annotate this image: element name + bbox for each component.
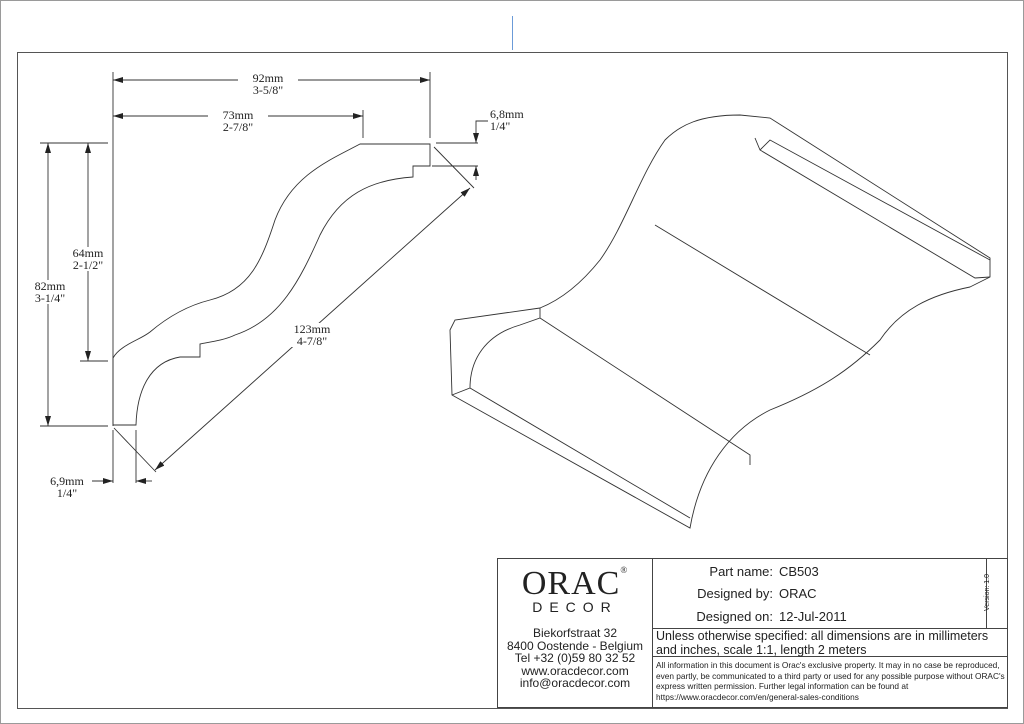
section-profile <box>112 143 431 426</box>
version-cell: Version: 1.0 <box>984 559 1008 628</box>
orac-logo: ORAC® <box>521 565 629 602</box>
center-mark <box>512 16 513 50</box>
title-block: ORAC® DECOR Biekorfstraat 32 8400 Oosten… <box>497 558 1008 708</box>
designed-on-row: Designed on:12-Jul-2011 <box>696 609 847 624</box>
part-name-row: Part name:CB503 <box>709 564 819 579</box>
drawing-frame <box>17 52 1008 709</box>
company-block: ORAC® DECOR Biekorfstraat 32 8400 Oosten… <box>498 559 653 707</box>
isometric-view <box>449 114 991 529</box>
legal-notice: All information in this document is Orac… <box>656 660 1005 702</box>
company-address: Biekorfstraat 32 8400 Oostende - Belgium… <box>506 626 644 690</box>
designed-by-row: Designed by:ORAC <box>697 586 817 601</box>
logo-subtitle: DECOR <box>532 599 618 615</box>
spec-note: Unless otherwise specified: all dimensio… <box>653 628 1007 657</box>
